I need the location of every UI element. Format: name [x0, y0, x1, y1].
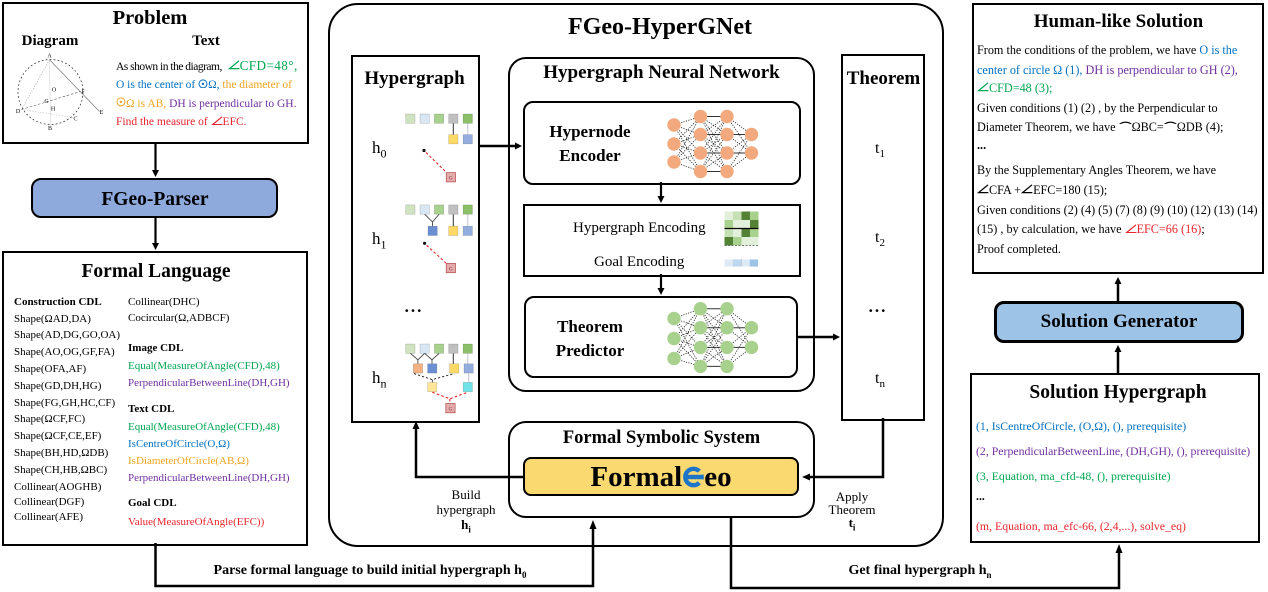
svg-text:D: D: [16, 109, 21, 115]
svg-text:B: B: [48, 126, 52, 132]
svg-text:G: G: [449, 176, 453, 181]
svg-text:O: O: [52, 88, 57, 94]
svg-text:G: G: [449, 267, 453, 272]
svg-text:H: H: [51, 107, 56, 113]
svg-text:G: G: [449, 407, 453, 412]
svg-text:C: C: [73, 117, 77, 123]
svg-text:G: G: [44, 99, 49, 105]
svg-text:A: A: [47, 54, 52, 60]
svg-text:F: F: [81, 90, 85, 96]
svg-text:E: E: [100, 110, 104, 116]
